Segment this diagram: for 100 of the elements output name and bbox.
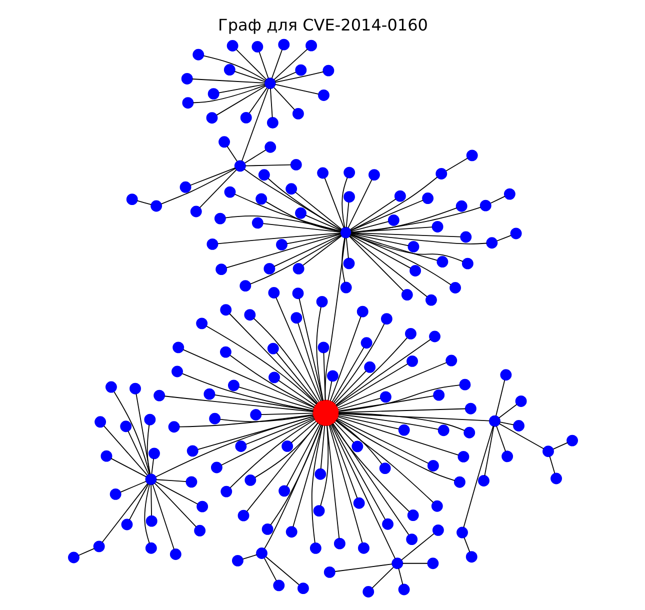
node-circle: [457, 450, 469, 462]
connector: [297, 322, 322, 402]
node-circle: [566, 434, 578, 446]
node-circle: [172, 342, 184, 354]
node-circle: [144, 542, 156, 554]
connector: [101, 483, 148, 543]
connector: [254, 422, 318, 478]
node-circle: [100, 450, 112, 462]
connector: [371, 566, 394, 588]
connector: [332, 423, 409, 536]
node-circle: [268, 372, 280, 384]
connector: [226, 146, 238, 162]
node-circle: [426, 460, 438, 472]
connector: [333, 422, 354, 443]
connector: [219, 414, 313, 422]
connector: [206, 326, 316, 405]
connector: [338, 384, 460, 412]
node-circle: [223, 64, 235, 76]
node-circle: [196, 318, 208, 330]
connector: [496, 235, 511, 242]
node-circle: [305, 40, 316, 52]
connector: [262, 223, 340, 232]
connector: [341, 237, 345, 283]
connector: [164, 396, 314, 412]
connector: [228, 313, 317, 404]
connector: [338, 408, 466, 413]
connector: [182, 373, 314, 412]
node-circle: [437, 424, 449, 436]
connector: [286, 233, 340, 244]
node-circle: [185, 476, 197, 488]
connector: [240, 88, 268, 162]
node-circle: [210, 462, 222, 474]
node-circle: [285, 183, 297, 195]
connector: [337, 416, 458, 456]
node-circle: [432, 389, 444, 401]
connector: [334, 337, 408, 406]
node-circle: [343, 166, 355, 178]
node-circle: [323, 566, 335, 578]
node-circle: [342, 258, 354, 270]
connector: [229, 419, 315, 488]
connector: [324, 237, 346, 401]
node-circle: [239, 280, 251, 292]
connector: [347, 179, 372, 228]
node-circle: [340, 226, 351, 238]
connector: [345, 202, 349, 228]
node-circle: [445, 354, 457, 366]
node-circle: [322, 64, 334, 76]
connector: [249, 234, 342, 284]
node-circle: [550, 472, 562, 484]
connector: [350, 234, 438, 261]
node-circle: [105, 381, 116, 393]
connector: [336, 363, 408, 407]
node-circle: [465, 551, 477, 563]
connector: [322, 352, 326, 401]
connector: [252, 318, 319, 402]
connector: [498, 423, 544, 450]
connector: [263, 558, 276, 582]
connector: [238, 386, 314, 410]
node-circle: [179, 181, 191, 193]
connector: [155, 479, 186, 482]
node-circle: [430, 500, 442, 512]
connector: [144, 484, 150, 544]
connector: [192, 84, 265, 104]
node-circle: [368, 169, 380, 181]
node-circle: [326, 370, 338, 382]
node-circle: [360, 337, 372, 349]
node-circle: [276, 238, 287, 250]
connector: [127, 430, 149, 475]
node-circle: [196, 500, 208, 512]
connector: [197, 416, 314, 450]
connector: [350, 232, 460, 238]
connector: [214, 394, 314, 412]
node-circle: [150, 200, 162, 212]
connector: [244, 168, 342, 230]
node-circle: [404, 328, 416, 340]
node-circle: [180, 73, 192, 84]
diagram-title: Граф для CVE-2014-0160: [218, 15, 428, 34]
node-circle: [449, 282, 460, 294]
node-circle: [144, 474, 156, 486]
connector: [330, 424, 386, 520]
connector: [216, 86, 266, 116]
connector: [154, 481, 198, 505]
connector: [349, 234, 411, 269]
connector: [337, 398, 380, 410]
connector: [278, 380, 316, 406]
connector: [182, 349, 314, 408]
node-circle: [194, 524, 206, 536]
connector: [294, 192, 342, 230]
node-circle: [278, 38, 290, 50]
connector: [290, 420, 316, 444]
connector: [274, 71, 324, 83]
connector: [350, 232, 487, 244]
connector: [338, 414, 438, 430]
node-circle: [316, 296, 328, 308]
node-circle: [510, 228, 522, 240]
connector: [496, 426, 506, 452]
node-circle: [215, 264, 227, 276]
connector: [273, 234, 341, 267]
node-circle: [171, 366, 182, 378]
connector: [191, 78, 265, 84]
